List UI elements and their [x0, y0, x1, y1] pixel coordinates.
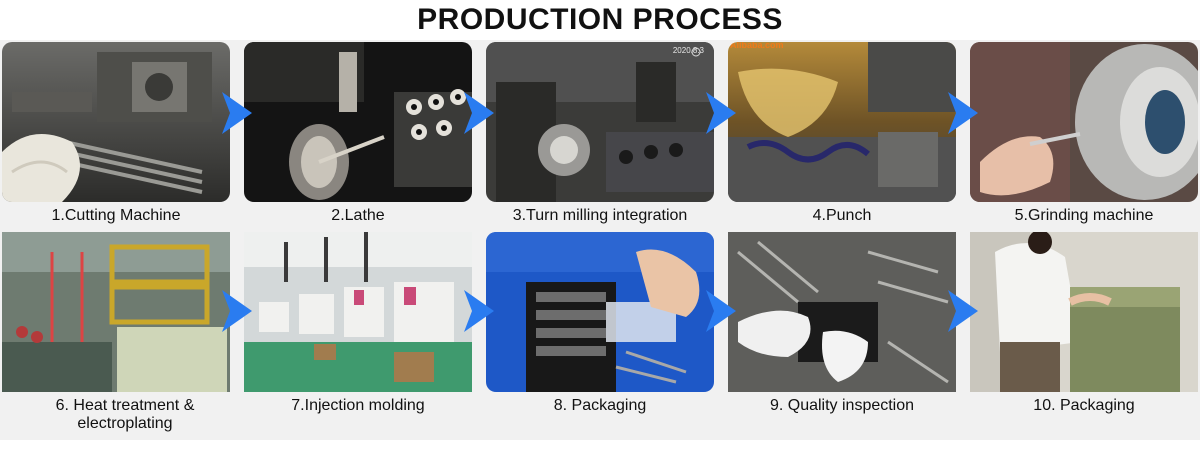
page-title: PRODUCTION PROCESS	[417, 3, 783, 36]
lathe-photo	[244, 42, 472, 202]
step-label: 7.Injection molding	[291, 397, 425, 414]
step-label: 3.Turn milling integration	[512, 207, 688, 224]
flow-arrow-icon	[704, 90, 738, 136]
injection-molding-photo	[244, 232, 472, 392]
process-step-5: 5.Grinding machine	[970, 42, 1198, 225]
step-label: 6. Heat treatment & electroplating	[55, 397, 195, 432]
quality-inspection-photo	[728, 232, 956, 392]
step-label: 1.Cutting Machine	[51, 207, 181, 224]
step-label: 10. Packaging	[1033, 397, 1135, 414]
step-label: 9. Quality inspection	[769, 397, 915, 414]
process-step-3: 2020.8.3 3.Turn milling integration	[486, 42, 714, 225]
step-label: 8. Packaging	[553, 397, 647, 414]
flow-arrow-icon	[946, 288, 980, 334]
flow-arrow-icon	[220, 90, 254, 136]
cutting-machine-photo	[2, 42, 230, 202]
photo-date-stamp: 2020.8.3	[672, 46, 704, 55]
heat-treatment-photo	[2, 232, 230, 392]
process-step-4: Alibaba.com 4.Punch	[728, 42, 956, 225]
process-panel: 1.Cutting Machine 2.La	[0, 40, 1200, 440]
process-step-2: 2.Lathe	[244, 42, 472, 225]
flow-arrow-icon	[462, 288, 496, 334]
process-step-6: 6. Heat treatment & electroplating	[2, 232, 230, 433]
process-step-10: 10. Packaging	[970, 232, 1198, 415]
photo-watermark: Alibaba.com	[730, 42, 784, 50]
flow-arrow-icon	[220, 288, 254, 334]
packaging-photo	[486, 232, 714, 392]
process-step-9: 9. Quality inspection	[728, 232, 956, 415]
turn-milling-photo: 2020.8.3	[486, 42, 714, 202]
punch-photo: Alibaba.com	[728, 42, 956, 202]
flow-arrow-icon	[462, 90, 496, 136]
step-label: 5.Grinding machine	[1014, 207, 1154, 224]
step-label: 2.Lathe	[331, 207, 385, 224]
process-step-7: 7.Injection molding	[244, 232, 472, 415]
grinding-machine-photo	[970, 42, 1198, 202]
process-step-8: 8. Packaging	[486, 232, 714, 415]
flow-arrow-icon	[704, 288, 738, 334]
process-step-1: 1.Cutting Machine	[2, 42, 230, 225]
step-label: 4.Punch	[812, 207, 872, 224]
flow-arrow-icon	[946, 90, 980, 136]
final-packaging-photo	[970, 232, 1198, 392]
